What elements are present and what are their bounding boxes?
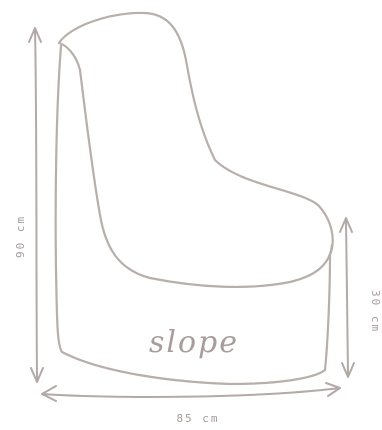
width-label: 85 cm [176, 412, 219, 425]
chair-backrest-outline [57, 11, 334, 257]
height-arrow-bottom [30, 367, 44, 383]
seat-height-arrow-bottom [341, 362, 355, 378]
seat-height-arrow-top [339, 217, 353, 233]
seat-height-label: 30 cm [369, 290, 382, 333]
width-dimension-line [41, 387, 341, 398]
seat-height-dimension: 30 cm [339, 217, 382, 378]
chair-left-side [54, 44, 64, 354]
chair-bottom-curve [60, 350, 327, 386]
chair-front-side [323, 253, 332, 372]
width-arrow-right [325, 382, 341, 397]
seat-height-dimension-line [345, 219, 349, 376]
chair-inner-back-line [78, 68, 334, 289]
product-name-label: slope [149, 325, 239, 360]
height-dimension: 90 cm [14, 27, 44, 383]
height-label: 90 cm [14, 215, 27, 258]
chair-outline [54, 11, 334, 386]
height-arrow-top [28, 27, 42, 43]
width-arrow-left [41, 385, 57, 402]
chair-top-fold [57, 41, 82, 72]
height-dimension-line [34, 29, 38, 381]
width-dimension: 85 cm [41, 382, 341, 425]
